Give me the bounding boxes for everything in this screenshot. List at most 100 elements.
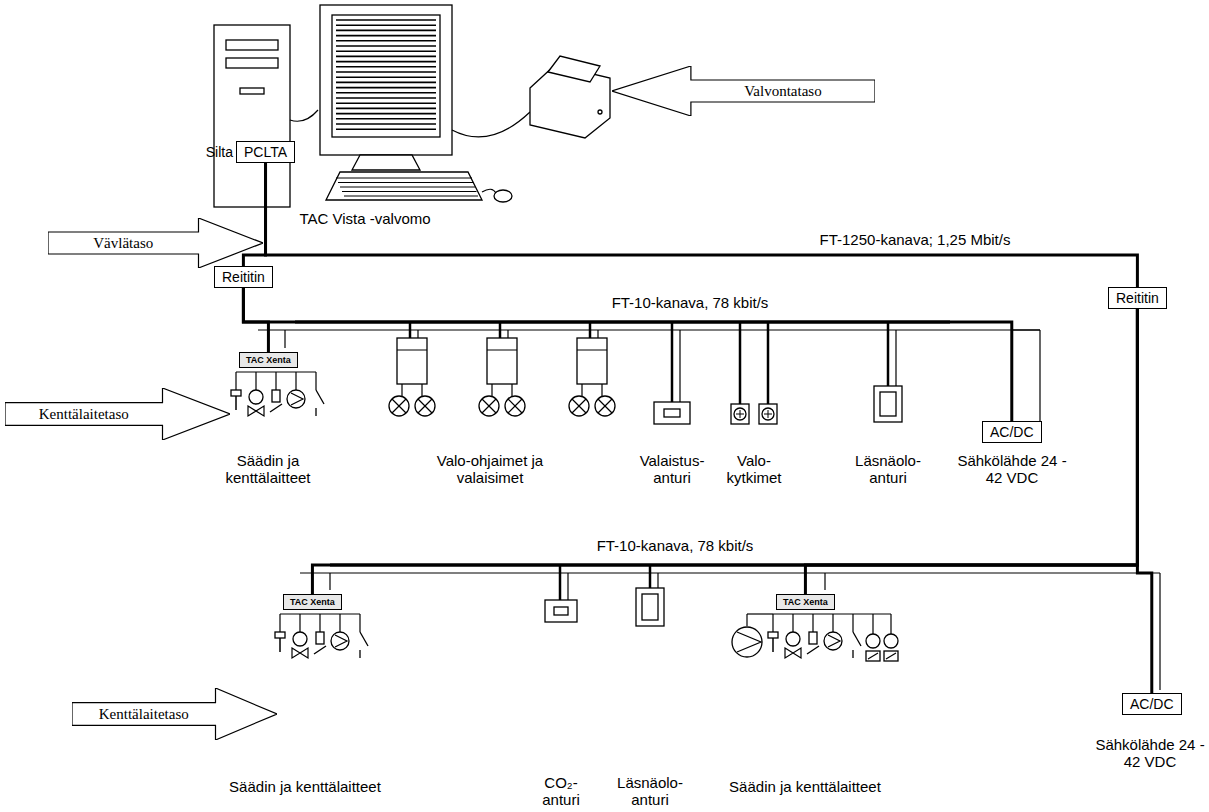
keyboard-row: [342, 191, 477, 192]
power-wire: [284, 330, 285, 348]
power-line: [300, 572, 1160, 573]
bus-drop: [887, 322, 890, 386]
power-line: [1039, 330, 1040, 425]
screen-line: [336, 76, 436, 78]
bus-drop: [739, 322, 742, 404]
luminaire: [389, 396, 409, 416]
field-wire: [315, 372, 316, 390]
level-arrow: Kenttälaitetaso: [72, 688, 277, 740]
field-wire: [279, 614, 280, 632]
screen-line: [336, 108, 436, 110]
field-wire: [275, 372, 276, 390]
field-wire: [852, 614, 853, 632]
bus-drop: [559, 565, 562, 600]
field-wire: [339, 614, 340, 632]
screen-line: [336, 66, 436, 68]
light-switch: [759, 404, 777, 424]
occupancy-sensor: [636, 588, 664, 626]
caption-label: FT-1250-kanava; 1,25 Mbit/s: [765, 231, 1065, 248]
damper-blade: [270, 404, 282, 412]
screen-line: [336, 30, 436, 32]
level-label: Vävlätaso: [93, 235, 153, 252]
box-label: TAC Xenta: [246, 355, 291, 365]
light-controller: [397, 338, 427, 384]
keyboard-row: [340, 187, 475, 188]
field-wire: [746, 614, 747, 626]
pump-triangle: [828, 635, 840, 647]
keyboard-row: [336, 178, 472, 179]
device-box: AC/DC: [982, 421, 1042, 443]
luminaire-cross: [508, 399, 522, 413]
lamp-wire: [601, 384, 602, 396]
luminaire-cross: [418, 399, 432, 413]
sensor-housing: [866, 651, 880, 661]
valve-body: [248, 406, 264, 416]
screen-line: [336, 97, 436, 99]
field-wire: [853, 613, 891, 614]
luminaire: [415, 396, 435, 416]
controller-detail: [487, 350, 517, 351]
bus-drop: [589, 322, 592, 338]
screen-line: [336, 35, 436, 37]
screen-line: [336, 24, 436, 26]
screen-line: [336, 82, 436, 84]
bridge-label: Silta: [206, 144, 233, 160]
temperature-sensor: [231, 390, 241, 396]
power-wire: [679, 330, 680, 402]
screen-line: [336, 50, 436, 52]
box-label: Reititin: [222, 269, 265, 285]
caption-label: Valaistus- anturi: [632, 452, 712, 487]
device-box: Reititin: [1108, 287, 1167, 309]
bus-connector: [1137, 309, 1151, 693]
device-box: Reititin: [214, 266, 273, 288]
caption-label: Säädin ja kenttälaitteet: [200, 778, 410, 795]
drive-slot: [226, 58, 278, 68]
power-wire: [329, 573, 330, 590]
screen-line: [336, 123, 436, 125]
light-controller: [487, 338, 517, 384]
computer-tower: [214, 25, 290, 207]
controller-box: TAC Xenta: [283, 594, 342, 610]
damper-actuator: [316, 632, 324, 644]
caption-label: Läsnäolo- anturi: [848, 452, 928, 487]
screen-line: [336, 40, 436, 42]
monitor-stand: [352, 155, 420, 170]
caption-label: Valo- kytkimet: [724, 452, 784, 487]
power-wire: [417, 330, 418, 338]
monitor-screen: [332, 15, 440, 137]
field-wire: [890, 614, 891, 634]
lamp-wire: [401, 384, 402, 396]
level-label: Kenttälaitetaso: [99, 706, 189, 723]
field-wire: [235, 372, 236, 390]
switch-contact: [316, 390, 324, 404]
monitor-cable: [290, 110, 318, 121]
mouse-cable: [482, 189, 496, 193]
monitor-case: [320, 5, 452, 155]
luminaire-cross: [598, 399, 612, 413]
keyboard-row: [344, 196, 478, 197]
luminaire: [479, 396, 499, 416]
caption-label: Säädin ja kenttälaitteet: [212, 452, 324, 487]
bus-connector: [243, 288, 268, 352]
screen-line: [336, 102, 436, 104]
damper-blade: [807, 646, 819, 654]
bus-connector: [266, 163, 1138, 287]
mouse: [494, 190, 512, 202]
valve-actuator: [249, 390, 263, 404]
bus-drop: [499, 322, 502, 338]
bus-drop: [649, 565, 652, 588]
co2-sensor: [545, 600, 577, 622]
screen-line: [336, 56, 436, 58]
level-arrow: Valvontataso: [612, 66, 875, 116]
field-wire: [359, 614, 360, 632]
pump-symbol: [732, 627, 762, 657]
power-wire: [895, 330, 896, 386]
power-line: [258, 329, 1040, 330]
bus-drop: [409, 322, 412, 338]
lamp-wire: [421, 384, 422, 396]
field-wire: [773, 613, 853, 614]
device-box: SiltaPCLTA: [236, 141, 295, 163]
drive-slot: [226, 40, 278, 50]
field-wire: [299, 614, 300, 632]
bus-connector: [805, 309, 1137, 594]
